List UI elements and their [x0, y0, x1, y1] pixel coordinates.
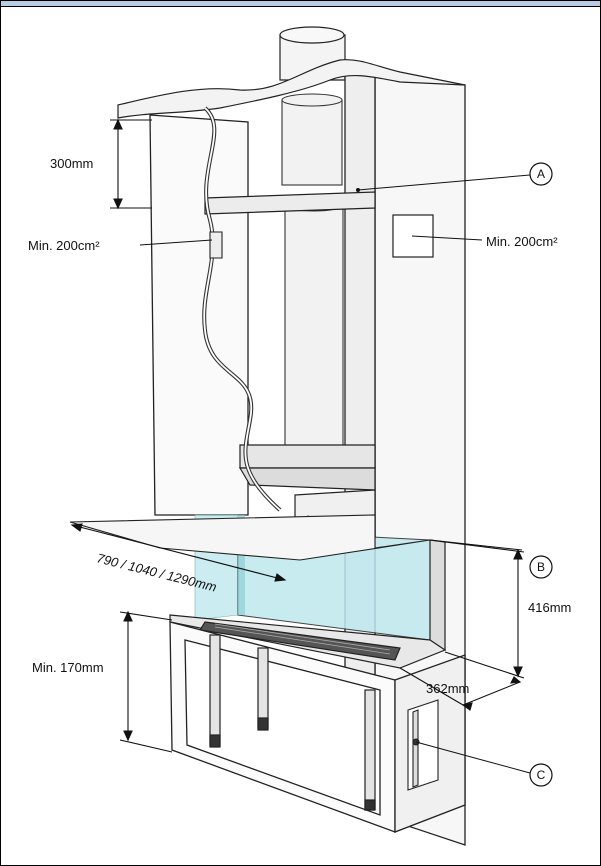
vent-left — [209, 231, 223, 259]
leader-vent-left — [139, 239, 213, 246]
label-vent-left: Min. 200cm² — [28, 238, 100, 253]
label-416mm: 416mm — [528, 600, 571, 615]
dim-416mm — [444, 541, 525, 679]
firebox-side — [429, 539, 446, 651]
access-slot — [407, 699, 439, 791]
callout-c-circle — [529, 763, 553, 787]
callout-b-text: B — [537, 560, 545, 574]
callout-a-circle — [529, 162, 553, 186]
label-300mm: 300mm — [50, 156, 93, 171]
dim-300mm — [110, 118, 152, 210]
dim-min-170mm — [119, 610, 173, 753]
header-band — [0, 0, 601, 7]
top-board — [117, 59, 466, 119]
inner-flue — [281, 93, 344, 461]
burner-tray — [169, 614, 447, 669]
label-min-170mm: Min. 170mm — [32, 660, 104, 675]
callout-a-dot — [356, 188, 360, 192]
leader-callout-c — [415, 741, 531, 774]
leader-vent-right — [411, 235, 483, 241]
shelf-a — [204, 191, 376, 215]
dim-362mm — [399, 667, 522, 711]
label-vent-right: Min. 200cm² — [486, 234, 558, 249]
leader-callout-a — [357, 174, 531, 191]
callout-a-text: A — [537, 167, 545, 181]
dim-width — [70, 523, 287, 582]
callout-b-circle — [529, 555, 553, 579]
chimney-breast-front — [149, 114, 249, 516]
label-362mm: 362mm — [426, 681, 469, 696]
support-legs — [209, 634, 376, 811]
support-tray — [238, 444, 376, 491]
flex-hose-inner — [203, 107, 281, 511]
callout-c-text: C — [537, 768, 546, 782]
